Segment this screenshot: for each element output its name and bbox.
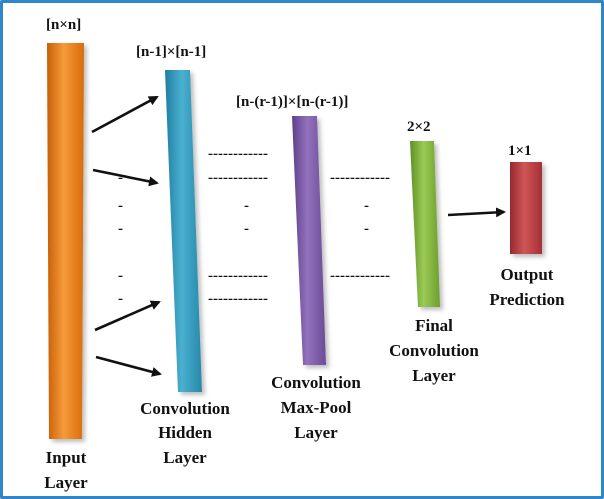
arrow-input-to-hidden-1 [91,95,159,134]
output-layer-bar [510,162,542,254]
hidden-layer-caption-3: Layer [163,448,207,467]
final-conv-caption-1: Final [415,316,453,335]
dash-input-2: - [118,198,123,214]
dash-hidden-short-2: - [244,221,249,237]
final-conv-caption-2: Convolution [389,341,479,360]
output-dim-label: 1×1 [508,143,532,159]
final-conv-dim-label: 2×2 [407,119,431,135]
dash-hidden-row-4: ------------ [208,291,268,307]
arrow-input-to-hidden-3 [94,300,161,332]
dash-hidden-row-2: ------------ [208,170,268,186]
dash-hidden-row-3: ------------ [208,268,268,284]
maxpool-layer-caption-2: Max-Pool [281,398,352,417]
output-caption-1: Output [501,265,554,284]
dash-input-5: - [118,291,123,307]
input-dim-label: [n×n] [46,17,81,33]
hidden-layer-caption-1: Convolution [140,399,230,418]
arrow-input-to-hidden-4 [95,355,162,377]
maxpool-layer-caption-1: Convolution [271,373,361,392]
dash-maxpool-row-1: ------------ [330,170,390,186]
arrow-final-to-output [447,207,506,218]
input-layer-caption-1: Input [46,448,87,467]
dash-input-4: - [118,268,123,284]
maxpool-layer-bar [292,116,326,365]
dash-maxpool-short-1: - [364,198,369,214]
hidden-dim-label: [n-1]×[n-1] [136,44,206,60]
dash-hidden-short-1: - [244,198,249,214]
dash-maxpool-row-2: ------------ [330,268,390,284]
conv-hidden-layer-bar [165,70,202,392]
input-layer-caption-2: Layer [44,473,88,492]
dash-input-3: - [118,221,123,237]
final-conv-caption-3: Layer [412,366,456,385]
maxpool-dim-label: [n-(r-1)]×[n-(r-1)] [236,94,348,110]
arrow-input-to-hidden-2 [92,168,159,187]
maxpool-layer-caption-3: Layer [294,423,338,442]
output-caption-2: Prediction [489,290,565,309]
hidden-layer-caption-2: Hidden [158,423,212,442]
dash-hidden-row-1: ------------ [208,146,268,162]
dash-maxpool-short-2: - [364,221,369,237]
input-layer-bar [47,43,84,439]
final-conv-layer-bar [410,141,440,307]
dash-input-1: - [118,170,123,186]
